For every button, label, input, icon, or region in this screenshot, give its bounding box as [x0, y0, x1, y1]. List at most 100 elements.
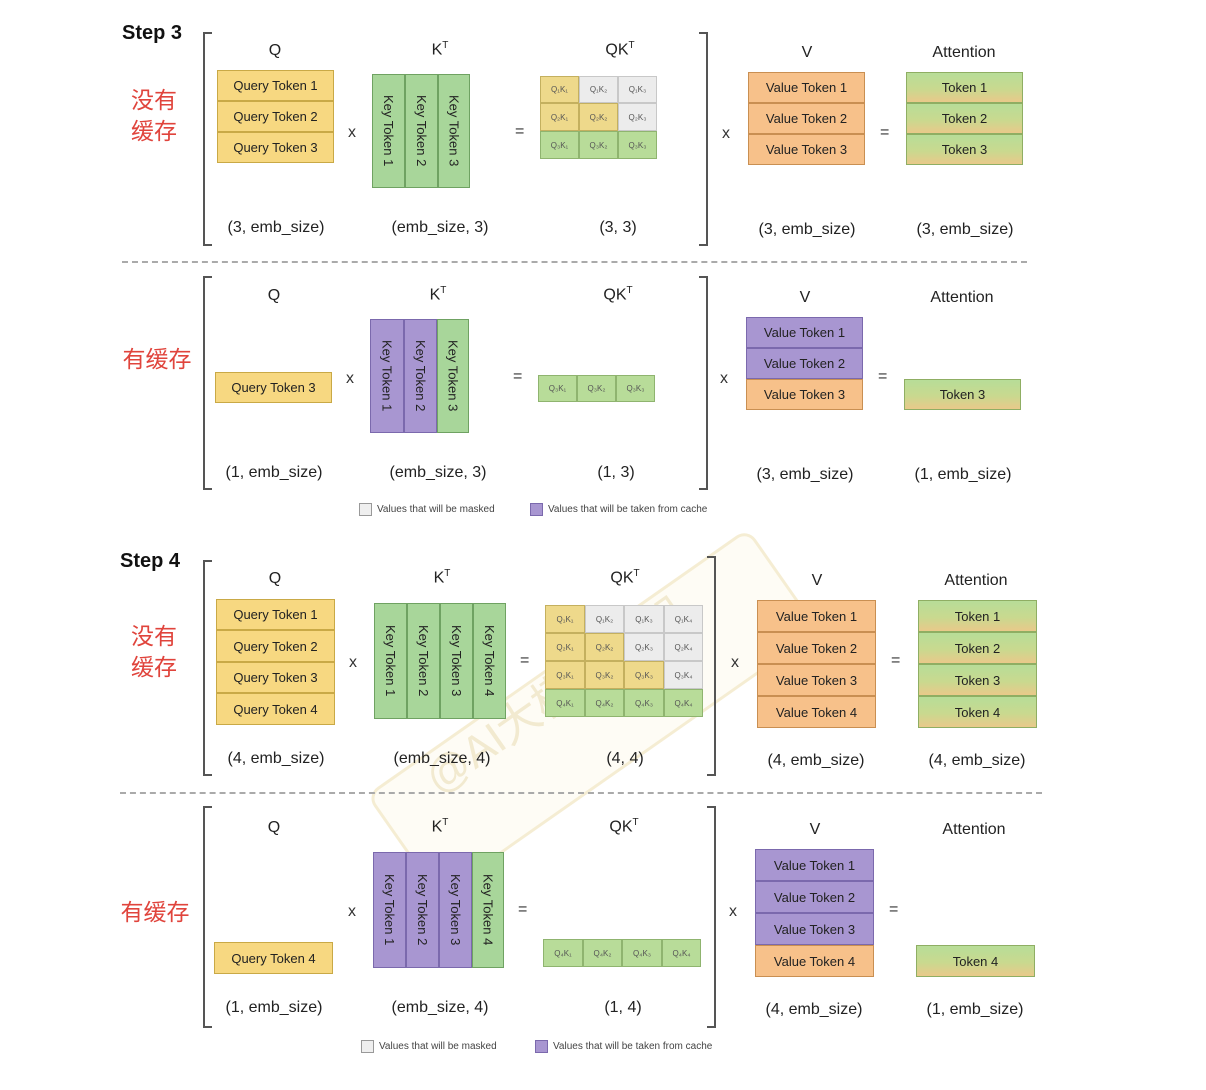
header-attention: Attention	[944, 572, 1008, 589]
header-qkt: QKT	[594, 817, 654, 836]
equals-sign: =	[515, 123, 525, 140]
header-v: V	[801, 44, 813, 61]
header-k-text: K	[429, 286, 441, 304]
query-token-2: Query Token 2	[216, 630, 335, 662]
qk-cell-masked: Q₃K₄	[664, 661, 703, 689]
qk-cell-masked: Q₂K₃	[624, 633, 664, 661]
right-bracket	[699, 32, 708, 246]
header-attention: Attention	[942, 821, 1006, 838]
header-qkt: QKT	[588, 285, 648, 304]
header-attention: Attention	[930, 289, 994, 306]
qk-cell: Q₄K₄	[664, 689, 703, 717]
header-attention: Attention	[932, 44, 996, 61]
qk-cell: Q₃K₂	[579, 131, 618, 159]
value-token-1: Value Token 1	[748, 72, 865, 103]
multiply-sign: x	[348, 124, 356, 141]
shape-attention: (3, emb_size)	[916, 221, 1014, 238]
value-token-2-cached: Value Token 2	[755, 881, 874, 913]
shape-kt: (emb_size, 4)	[393, 750, 491, 767]
query-token-2: Query Token 2	[217, 101, 334, 132]
shape-v: (4, emb_size)	[767, 752, 865, 769]
divider	[122, 261, 1027, 263]
equals-sign: =	[891, 652, 901, 669]
legend-masked: Values that will be masked	[359, 503, 495, 516]
equals-sign: =	[513, 368, 523, 385]
key-token-3: Key Token 3	[437, 319, 469, 433]
shape-v: (4, emb_size)	[765, 1001, 863, 1018]
multiply-sign: x	[729, 903, 737, 920]
attention-token-4: Token 4	[916, 945, 1035, 977]
key-token-3-cached: Key Token 3	[439, 852, 472, 968]
value-token-4: Value Token 4	[755, 945, 874, 977]
multiply-sign: x	[349, 654, 357, 671]
shape-kt: (emb_size, 4)	[391, 999, 489, 1016]
no-cache-label: 没有 缓存	[131, 88, 177, 145]
qk-cell: Q₂K₂	[585, 633, 624, 661]
attention-token-3: Token 3	[918, 664, 1037, 696]
qk-cell: Q₄K₃	[624, 689, 664, 717]
header-k-sup: T	[440, 285, 447, 296]
header-qk-sup: T	[628, 40, 635, 51]
shape-v: (3, emb_size)	[758, 221, 856, 238]
key-token-1-cached: Key Token 1	[373, 852, 406, 968]
left-bracket	[203, 32, 212, 246]
equals-sign: =	[518, 901, 528, 918]
legend-cache-text: Values that will be taken from cache	[548, 504, 708, 515]
header-k-sup: T	[444, 568, 451, 579]
shape-attention: (1, emb_size)	[914, 466, 1012, 483]
multiply-sign: x	[722, 125, 730, 142]
qk-cell: Q₁K₁	[540, 76, 579, 103]
qk-cell-masked: Q₁K₄	[664, 605, 703, 633]
qk-cell: Q₃K₁	[538, 375, 577, 402]
qk-cell: Q₄K₁	[543, 939, 583, 967]
qk-cell: Q₂K₂	[579, 103, 618, 131]
right-bracket	[707, 806, 716, 1028]
with-cache-label: 有缓存	[120, 900, 190, 926]
value-token-3-cached: Value Token 3	[755, 913, 874, 945]
header-qk-text: QK	[605, 41, 629, 59]
attention-token-2: Token 2	[906, 103, 1023, 134]
header-kt: KT	[422, 568, 462, 587]
query-token-4: Query Token 4	[214, 942, 333, 974]
legend-masked-text: Values that will be masked	[377, 504, 495, 515]
header-qk-text: QK	[603, 286, 627, 304]
header-kt: KT	[420, 817, 460, 836]
query-token-1: Query Token 1	[216, 599, 335, 630]
header-kt: KT	[420, 40, 460, 59]
cache-swatch	[530, 503, 543, 516]
attention-token-1: Token 1	[906, 72, 1023, 103]
header-kt: KT	[418, 285, 458, 304]
equals-sign: =	[889, 901, 899, 918]
header-k-text: K	[431, 818, 443, 836]
header-qk-text: QK	[609, 818, 633, 836]
attention-token-3: Token 3	[906, 134, 1023, 165]
left-bracket	[203, 560, 212, 776]
header-q: Q	[268, 570, 282, 587]
query-token-3: Query Token 3	[217, 132, 334, 163]
step-4-label: Step 4	[120, 550, 181, 572]
shape-attention: (4, emb_size)	[928, 752, 1026, 769]
shape-q: (4, emb_size)	[227, 750, 325, 767]
qk-cell: Q₃K₃	[624, 661, 664, 689]
qk-cell: Q₃K₁	[545, 661, 585, 689]
qk-cell: Q₁K₁	[545, 605, 585, 633]
header-qkt: QKT	[590, 40, 650, 59]
left-bracket	[203, 276, 212, 490]
multiply-sign: x	[720, 370, 728, 387]
equals-sign: =	[878, 368, 888, 385]
qk-cell: Q₂K₁	[540, 103, 579, 131]
header-qkt: QKT	[595, 568, 655, 587]
value-token-2: Value Token 2	[748, 103, 865, 134]
value-token-3: Value Token 3	[757, 664, 876, 696]
qk-cell-masked: Q₁K₂	[579, 76, 618, 103]
qk-cell: Q₃K₂	[585, 661, 624, 689]
key-token-3: Key Token 3	[440, 603, 473, 719]
query-token-3: Query Token 3	[215, 372, 332, 403]
qk-cell: Q₄K₂	[583, 939, 622, 967]
header-k-sup: T	[442, 817, 449, 828]
key-token-4: Key Token 4	[472, 852, 504, 968]
header-qk-sup: T	[632, 817, 639, 828]
legend-cache-text: Values that will be taken from cache	[553, 1041, 713, 1052]
right-bracket	[699, 276, 708, 490]
key-token-2: Key Token 2	[405, 74, 438, 188]
